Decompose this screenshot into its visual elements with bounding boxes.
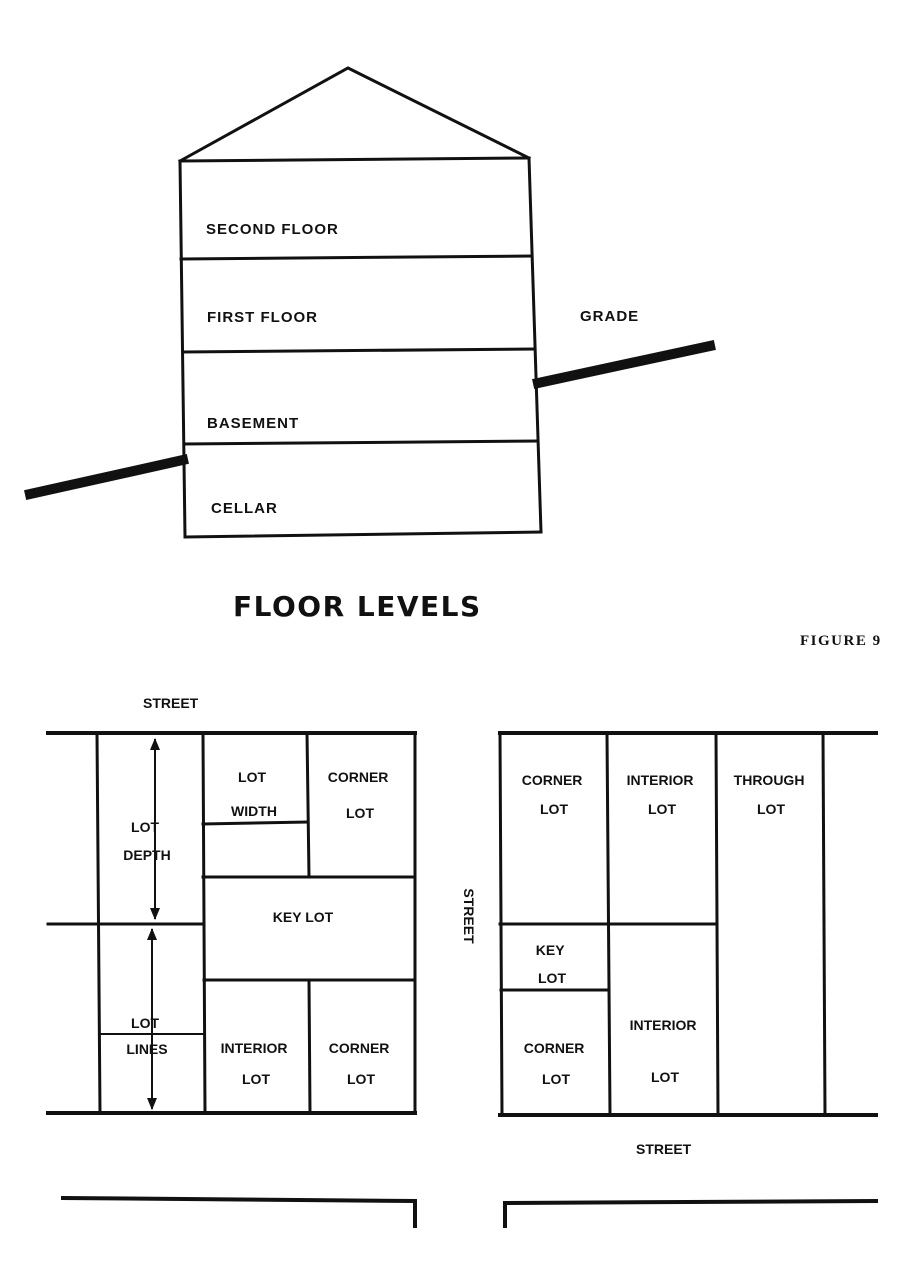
lot-depth-label: LOT DEPTH — [123, 819, 170, 863]
floor-levels-title: FLOOR LEVELS — [233, 590, 482, 623]
figure-number-label: FIGURE 9 — [800, 633, 882, 649]
right-interior-lot-top-label: INTERIOR LOT — [627, 772, 698, 817]
right-corner-lot-top-label: CORNER LOT — [522, 772, 587, 817]
second-first-floor-line — [179, 254, 534, 261]
house-roof — [177, 66, 532, 164]
street-bottom-label: STREET — [636, 1141, 692, 1157]
first-floor-label: FIRST FLOOR — [207, 309, 318, 326]
left-corner-lot-top-label: CORNER LOT — [328, 769, 393, 821]
lot-lines-arrow-head-bottom — [147, 1098, 157, 1110]
first-basement-floor-line — [181, 347, 537, 354]
cellar-bottom-line — [183, 530, 543, 539]
lower-right-block-edge — [503, 1198, 879, 1228]
house-right-wall — [527, 156, 543, 534]
right-corner-lot-bottom-label: CORNER LOT — [524, 1040, 589, 1087]
lot-width-line — [201, 820, 309, 826]
lot-lines-label: LOT LINES — [126, 1015, 167, 1057]
lower-left-block-edge — [60, 1195, 417, 1228]
grade-line-right — [532, 340, 716, 389]
cellar-label: CELLAR — [211, 500, 278, 517]
left-corner-lot-bottom-label: CORNER LOT — [329, 1040, 394, 1087]
right-block: CORNER LOT INTERIOR LOT THROUGH LOT KEY … — [498, 731, 878, 1117]
second-floor-label: SECOND FLOOR — [206, 221, 339, 238]
street-top-label: STREET — [143, 695, 199, 711]
roof-floor-line — [178, 156, 531, 163]
lot-depth-arrow-head-bottom — [150, 908, 160, 920]
lot-width-label: LOT WIDTH — [231, 769, 277, 819]
left-lot-line-3-top — [305, 731, 311, 879]
basement-label: BASEMENT — [207, 415, 299, 432]
house-cross-section: SECOND FLOOR FIRST FLOOR BASEMENT CELLAR… — [24, 66, 716, 539]
right-interior-lot-bottom-label: INTERIOR LOT — [630, 1017, 701, 1085]
through-lot-label: THROUGH LOT — [734, 772, 809, 817]
left-interior-lot-label: INTERIOR LOT — [221, 1040, 292, 1087]
lot-lines-arrow-head-top — [147, 928, 157, 940]
right-key-lot-label: KEY LOT — [536, 942, 568, 986]
right-lot-line-3 — [821, 731, 827, 1117]
left-lot-line-3-bottom — [307, 978, 312, 1115]
grade-line-left — [24, 454, 189, 500]
left-key-lot-label: KEY LOT — [273, 909, 334, 925]
grade-label: GRADE — [580, 308, 639, 325]
lot-depth-arrow-head-top — [150, 738, 160, 750]
left-block: LOT DEPTH LOT WIDTH CORNER LOT KEY LOT L… — [46, 731, 417, 1115]
street-middle-label: STREET — [461, 888, 477, 944]
house-left-wall — [178, 159, 187, 539]
basement-cellar-floor-line — [182, 439, 540, 446]
